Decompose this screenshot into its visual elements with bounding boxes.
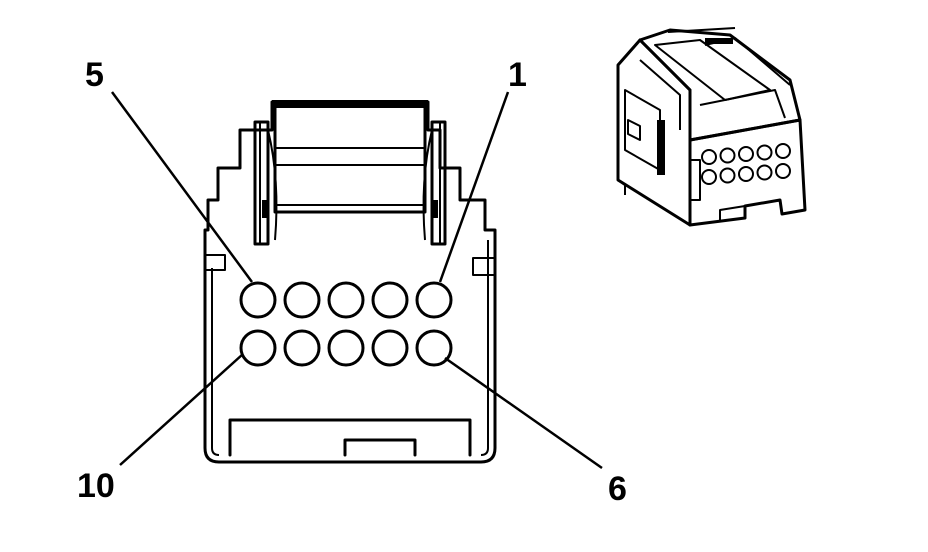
isometric-cavity	[738, 166, 754, 182]
connector-inner-right-wall	[480, 240, 489, 456]
connector-isometric-view	[616, 27, 807, 227]
pin-label-5: 5	[85, 56, 104, 94]
cavity	[415, 329, 453, 367]
isometric-cavity	[701, 169, 717, 185]
cavity	[371, 281, 409, 319]
connector-inner-left-wall	[211, 268, 220, 456]
isometric-cavity	[756, 144, 773, 161]
cavity	[283, 329, 321, 367]
isometric-cavity	[775, 143, 791, 159]
cavity	[239, 329, 277, 367]
cavity	[239, 281, 277, 319]
leader-line-pin-10	[119, 353, 244, 466]
cavity	[283, 281, 321, 319]
connector-bottom-slot	[228, 418, 472, 457]
isometric-cavity	[756, 164, 773, 181]
cavity-grid	[239, 281, 453, 367]
cavity	[327, 281, 365, 319]
connector-latch	[253, 100, 447, 246]
isometric-cavity	[719, 147, 736, 164]
isometric-cavity	[701, 149, 717, 165]
connector-side-notch-right	[472, 257, 495, 276]
connector-bottom-key	[343, 438, 417, 457]
isometric-cavity	[775, 163, 791, 179]
isometric-cavity-grid	[701, 143, 791, 185]
leader-line-pin-5	[110, 91, 254, 283]
leader-line-pin-6	[444, 356, 603, 470]
pin-label-1: 1	[508, 56, 527, 94]
connector-body-outline	[203, 100, 497, 464]
cavity	[327, 329, 365, 367]
connector-face-view: 5 1 10 6	[77, 56, 627, 508]
cavity	[415, 281, 453, 319]
isometric-cavity	[738, 146, 754, 162]
connector-side-notch-left	[205, 254, 226, 271]
isometric-cavity	[719, 167, 736, 184]
leader-line-pin-1	[438, 91, 510, 283]
pin-label-10: 10	[77, 467, 115, 505]
pin-label-6: 6	[608, 470, 627, 508]
cavity	[371, 329, 409, 367]
